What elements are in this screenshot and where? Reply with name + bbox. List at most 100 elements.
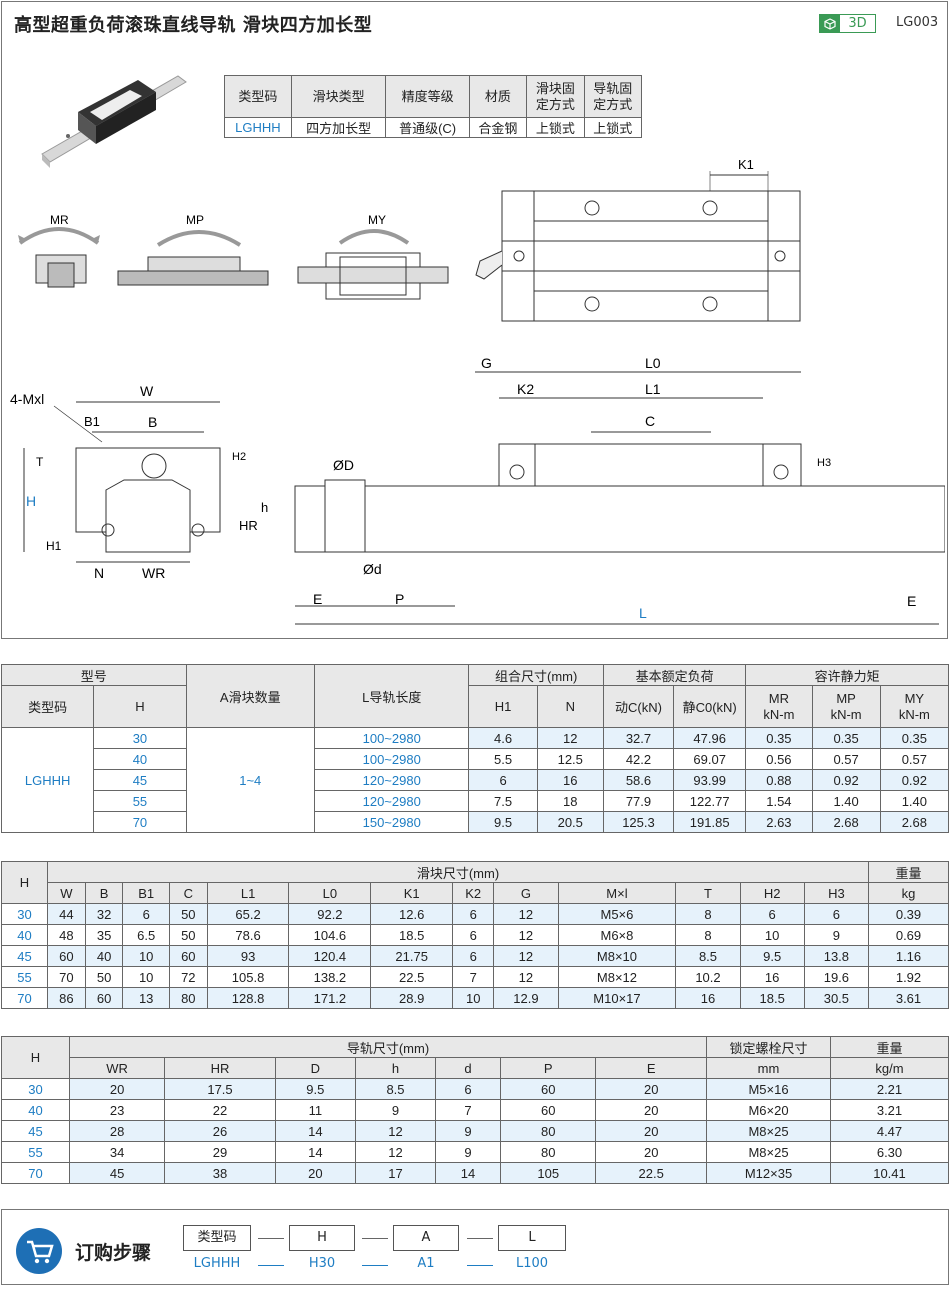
table3-cell: 9 [435,1120,502,1142]
table3-col-header: HR [164,1057,276,1079]
moment-diagrams: MR MP MY [18,213,449,300]
t1-cell: 0.35 [745,727,813,749]
t1-cell: 5.5 [468,748,538,770]
table2-cell: 92.2 [288,903,372,925]
t3-h-header: H [1,1036,70,1079]
table2-cell: 45 [1,945,48,967]
table2-cell: 3.61 [868,987,949,1009]
table2-cell: 105.8 [206,966,290,988]
table3-cell: 30 [1,1078,70,1100]
table2-cell: 93 [206,945,290,967]
t-label: T [36,455,44,469]
load-table: 型号 A滑块数量 L导轨长度 组合尺寸(mm) 基本额定负荷 容许静力矩 类型码… [0,664,950,833]
g-label: G [481,355,492,371]
order-dash [258,1265,284,1266]
table2-cell: 10 [122,966,170,988]
t1-cell: 77.9 [602,790,675,812]
l0-label: L0 [645,355,661,371]
t1-cell: 0.92 [879,769,950,791]
table2-cell: 16 [675,987,741,1009]
table3-col-header: d [435,1057,502,1079]
order-dash [362,1238,388,1239]
t1-cell: 16 [536,769,604,791]
table2-col-header: M×l [557,882,677,904]
3d-badge[interactable]: 3D [819,14,876,33]
table2-cell: 18.5 [739,987,805,1009]
table2-cell: 7 [452,966,495,988]
t1-cell: 4.6 [468,727,538,749]
table3-col-header: mm [706,1057,831,1079]
table3-cell: 28 [68,1120,166,1142]
table2-cell: 32 [84,903,124,925]
table2-col-header: K1 [370,882,454,904]
table3-cell: 20 [595,1099,707,1121]
h3-label: H3 [817,457,831,469]
table2-cell: 1.92 [868,966,949,988]
table3-col-header: WR [68,1057,166,1079]
table2-col-header: W [47,882,86,904]
table3-cell: 29 [164,1141,276,1163]
e-label-right: E [907,593,916,609]
table3-cell: 17 [354,1162,437,1184]
table2-cell: M5×6 [557,903,677,925]
table2-cell: 48 [47,924,86,946]
order-dash [258,1238,284,1239]
t1-cell: 55 [93,790,187,812]
t3-bolt-header: 锁定螺栓尺寸 [706,1036,831,1058]
order-box-a: A [393,1225,459,1251]
b1-label: B1 [84,414,100,429]
t1-cell: 47.96 [673,727,747,749]
order-value-l: L100 [515,1256,549,1271]
mr-label: MR [50,213,69,227]
table2-cell: 19.6 [803,966,870,988]
t1-cell: 150~2980 [313,811,470,833]
table3-cell: 12 [354,1141,437,1163]
t1-sub-c: 动C(kN) [602,685,675,728]
table2-cell: 12 [493,903,559,925]
k1-label: K1 [738,157,754,172]
table2-cell: 0.39 [868,903,949,925]
table3-cell: 105 [500,1162,597,1184]
b-label: B [148,414,157,430]
table2-cell: 78.6 [206,924,290,946]
table3-col-header: D [274,1057,356,1079]
l-label: L [639,605,647,621]
table2-cell: 120.4 [288,945,372,967]
table3-col-header: E [595,1057,707,1079]
table3-cell: M6×20 [706,1099,831,1121]
t1-cell: 125.3 [602,811,675,833]
table2-cell: 22.5 [370,966,454,988]
table3-cell: 26 [164,1120,276,1142]
table2-cell: 128.8 [206,987,290,1009]
t1-cell: 1.40 [879,790,950,812]
table3-cell: 10.41 [830,1162,949,1184]
table2-cell: 10 [452,987,495,1009]
t1-sub-my: MY kN-m [879,685,950,728]
table2-cell: 104.6 [288,924,372,946]
table3-cell: 22 [164,1099,276,1121]
cart-icon [16,1228,62,1274]
table3-cell: M5×16 [706,1078,831,1100]
order-value-h: H30 [308,1256,336,1271]
d-label: Ød [363,561,382,577]
table2-cell: 50 [168,924,208,946]
table3-cell: 70 [1,1162,70,1184]
t1-sub-h1: H1 [468,685,538,728]
table2-cell: 10.2 [675,966,741,988]
table3-cell: 17.5 [164,1078,276,1100]
table2-cell: 12 [493,966,559,988]
w-label: W [140,383,154,399]
table3-cell: 20 [595,1141,707,1163]
t1-sub-mp: MP kN-m [811,685,881,728]
t1-cell: 2.68 [811,811,881,833]
table2-col-header: K2 [452,882,495,904]
t1-cell: 30 [93,727,187,749]
table2-cell: 171.2 [288,987,372,1009]
spec-header-slider: 滑块类型 [290,75,387,118]
table2-cell: 6 [452,903,495,925]
product-code: LG003 [896,15,939,30]
table2-cell: M10×17 [557,987,677,1009]
